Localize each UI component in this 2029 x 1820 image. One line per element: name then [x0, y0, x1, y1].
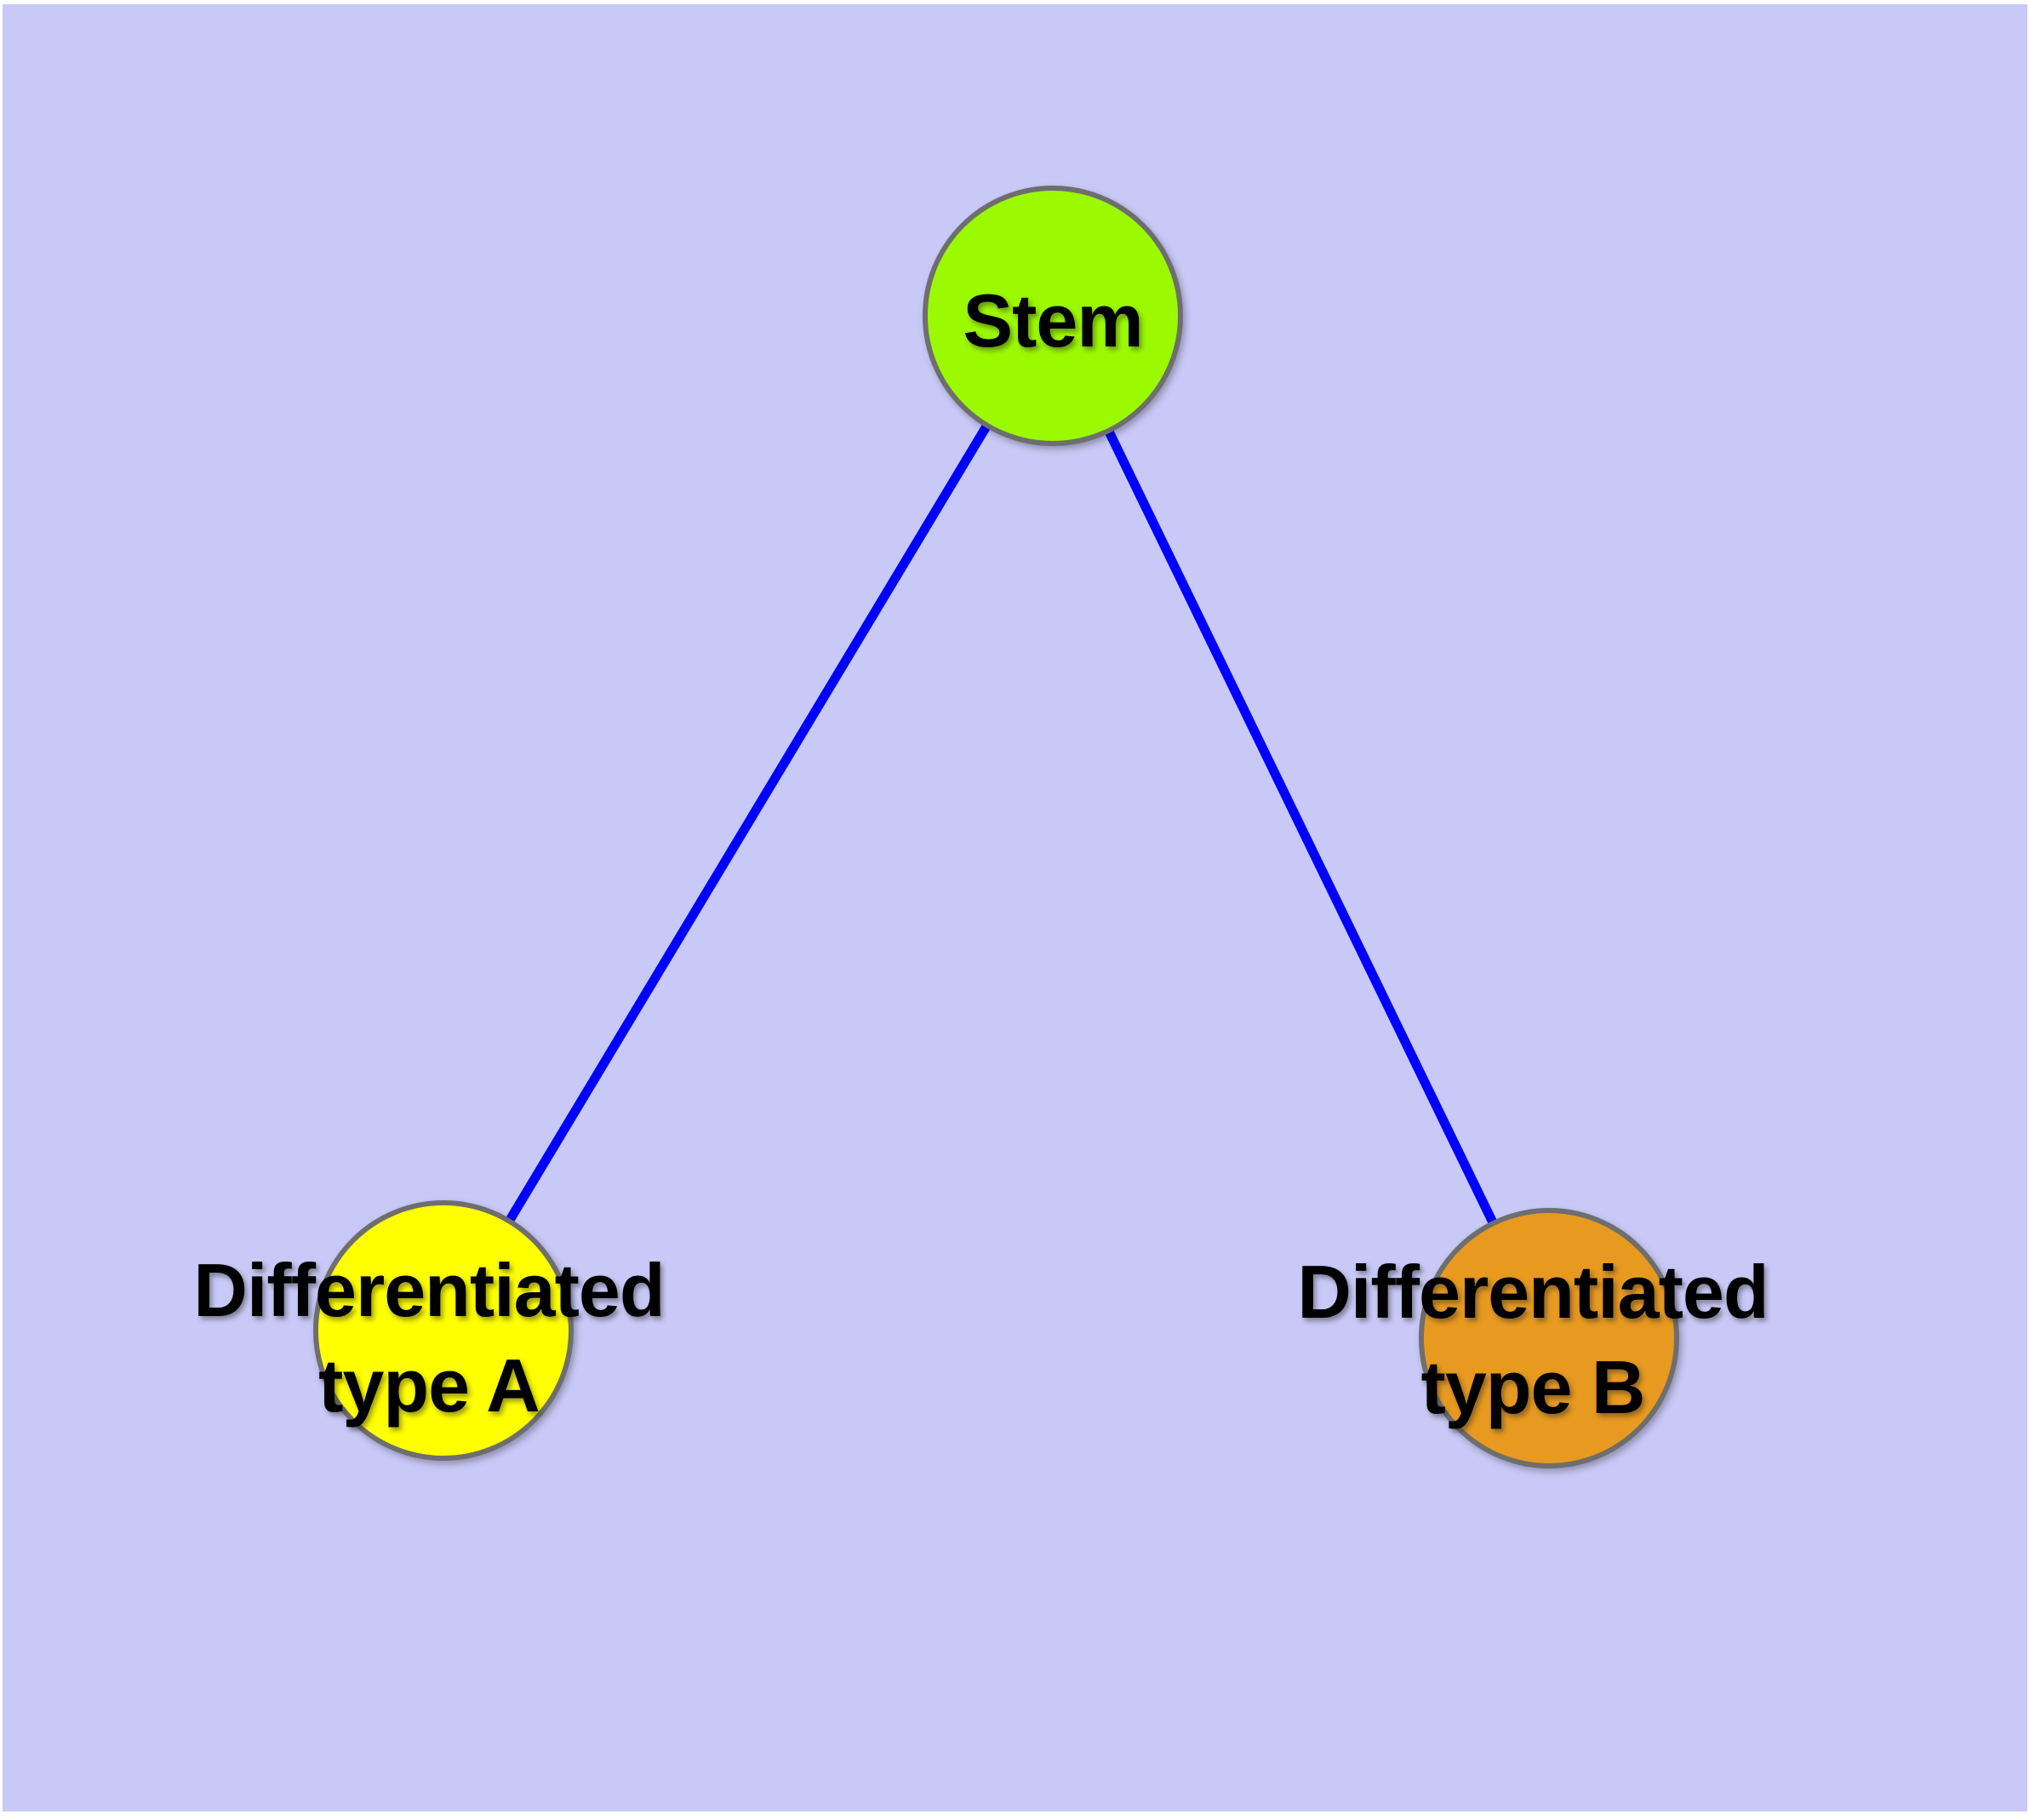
- node-label-type-a: Differentiated type A: [193, 1243, 665, 1434]
- node-label-type-b: Differentiated type B: [1297, 1245, 1769, 1435]
- node-type-b: [1419, 1208, 1679, 1468]
- node-label-type-a-line1: Differentiated: [193, 1248, 665, 1332]
- edge-stem-to-type-a: [439, 313, 1057, 1333]
- edge-stem-to-type-b: [1049, 313, 1553, 1341]
- node-label-type-a-line2: type A: [318, 1343, 540, 1428]
- node-stem: [923, 186, 1183, 446]
- node-label-type-b-line2: type B: [1420, 1345, 1646, 1429]
- node-label-stem: Stem: [963, 273, 1143, 369]
- node-label-type-b-line1: Differentiated: [1297, 1250, 1769, 1334]
- node-type-a: [313, 1200, 574, 1461]
- node-label-stem-line1: Stem: [963, 278, 1143, 363]
